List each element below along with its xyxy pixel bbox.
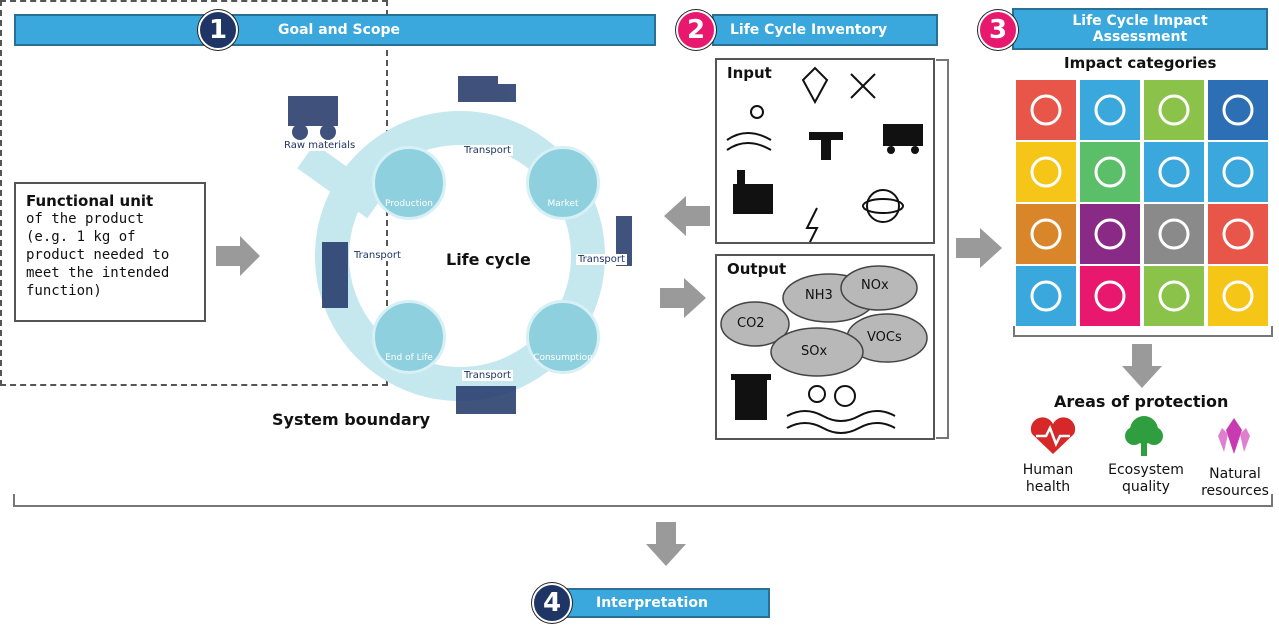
impact-category-tile-icon [1080,266,1140,326]
heart-icon [1030,417,1076,454]
market-node: Market [526,146,600,220]
transport-label-left: Transport [352,250,403,261]
tree-icon [1125,416,1163,456]
arrow-right-icon [216,236,260,276]
consumption-node: Consumption [526,300,600,374]
impact-category-tile-icon [1080,142,1140,202]
arrow-right-icon [956,228,1002,268]
impact-category-tile-icon [1016,142,1076,202]
functional-unit-title: Functional unit [26,192,154,210]
impact-header: Life Cycle Impact Assessment [1012,8,1268,50]
step-2-badge: 2 [676,10,716,50]
impact-category-tile-icon [1208,266,1268,326]
areas-of-protection-title: Areas of protection [1054,392,1229,411]
inventory-header: Life Cycle Inventory [712,14,938,46]
impact-category-tile-icon [1144,142,1204,202]
natural-resources-label: Natural resources [1201,466,1269,499]
inventory-title: Life Cycle Inventory [730,22,888,38]
impact-category-tile-icon [1016,80,1076,140]
impact-category-grid [1012,76,1272,330]
impact-category-tile-icon [1080,80,1140,140]
impact-category-tile-icon [1080,204,1140,264]
emission-clouds [720,265,928,434]
raw-materials-label: Raw materials [282,140,358,151]
emission-nh3: NH3 [805,288,833,303]
ecosystem-quality-label: Ecosystem quality [1108,462,1184,495]
transport-label-top: Transport [462,145,513,156]
arrow-down-icon [1122,344,1162,388]
interpretation-header: Interpretation [548,588,770,618]
impact-category-tile-icon [1208,80,1268,140]
emission-vocs: VOCs [867,330,902,345]
impact-category-tile-icon [1208,204,1268,264]
impact-category-tile-icon [1144,80,1204,140]
inventory-bracket [936,59,949,439]
impact-categories-title: Impact categories [1064,54,1217,72]
impact-category-tile-icon [1016,266,1076,326]
impact-category-tile-icon [1144,266,1204,326]
arrow-left-icon [664,196,710,236]
functional-unit-box: Functional unit of the product (e.g. 1 k… [14,182,206,322]
arrow-down-icon [646,522,686,566]
impact-category-tile-icon [1208,142,1268,202]
functional-unit-text: of the product (e.g. 1 kg of product nee… [26,211,170,299]
end-of-life-node: End of Life [372,300,446,374]
impact-title: Life Cycle Impact Assessment [1072,13,1208,45]
step-4-badge: 4 [532,583,572,623]
impact-category-tile-icon [1144,204,1204,264]
overall-bracket [13,494,1273,507]
transport-label-right: Transport [576,254,627,265]
step-3-badge: 3 [978,10,1018,50]
life-cycle-ring [288,76,632,414]
goal-scope-header: Goal and Scope [14,14,656,46]
life-cycle-center: Life cycle [446,250,531,269]
inventory-output-box: Output NH3 NOx CO2 VOCs SOx [715,254,935,440]
crystal-icon [1218,418,1250,454]
interpretation-title: Interpretation [596,595,708,611]
emission-sox: SOx [801,344,828,359]
output-title: Output [727,260,787,278]
emission-nox: NOx [861,278,889,293]
transport-label-bottom: Transport [462,370,513,381]
human-health-label: Human health [1022,462,1074,495]
inventory-input-box: Input [715,58,935,244]
emission-co2: CO2 [737,316,765,331]
input-title: Input [727,64,772,82]
production-node: Production [372,146,446,220]
impact-bracket [1013,326,1273,337]
impact-category-tile-icon [1016,204,1076,264]
goal-scope-title: Goal and Scope [278,22,401,38]
system-boundary-label: System boundary [272,410,431,429]
step-1-badge: 1 [198,10,238,50]
arrow-right-icon [660,278,706,318]
resource-icons [726,66,923,242]
